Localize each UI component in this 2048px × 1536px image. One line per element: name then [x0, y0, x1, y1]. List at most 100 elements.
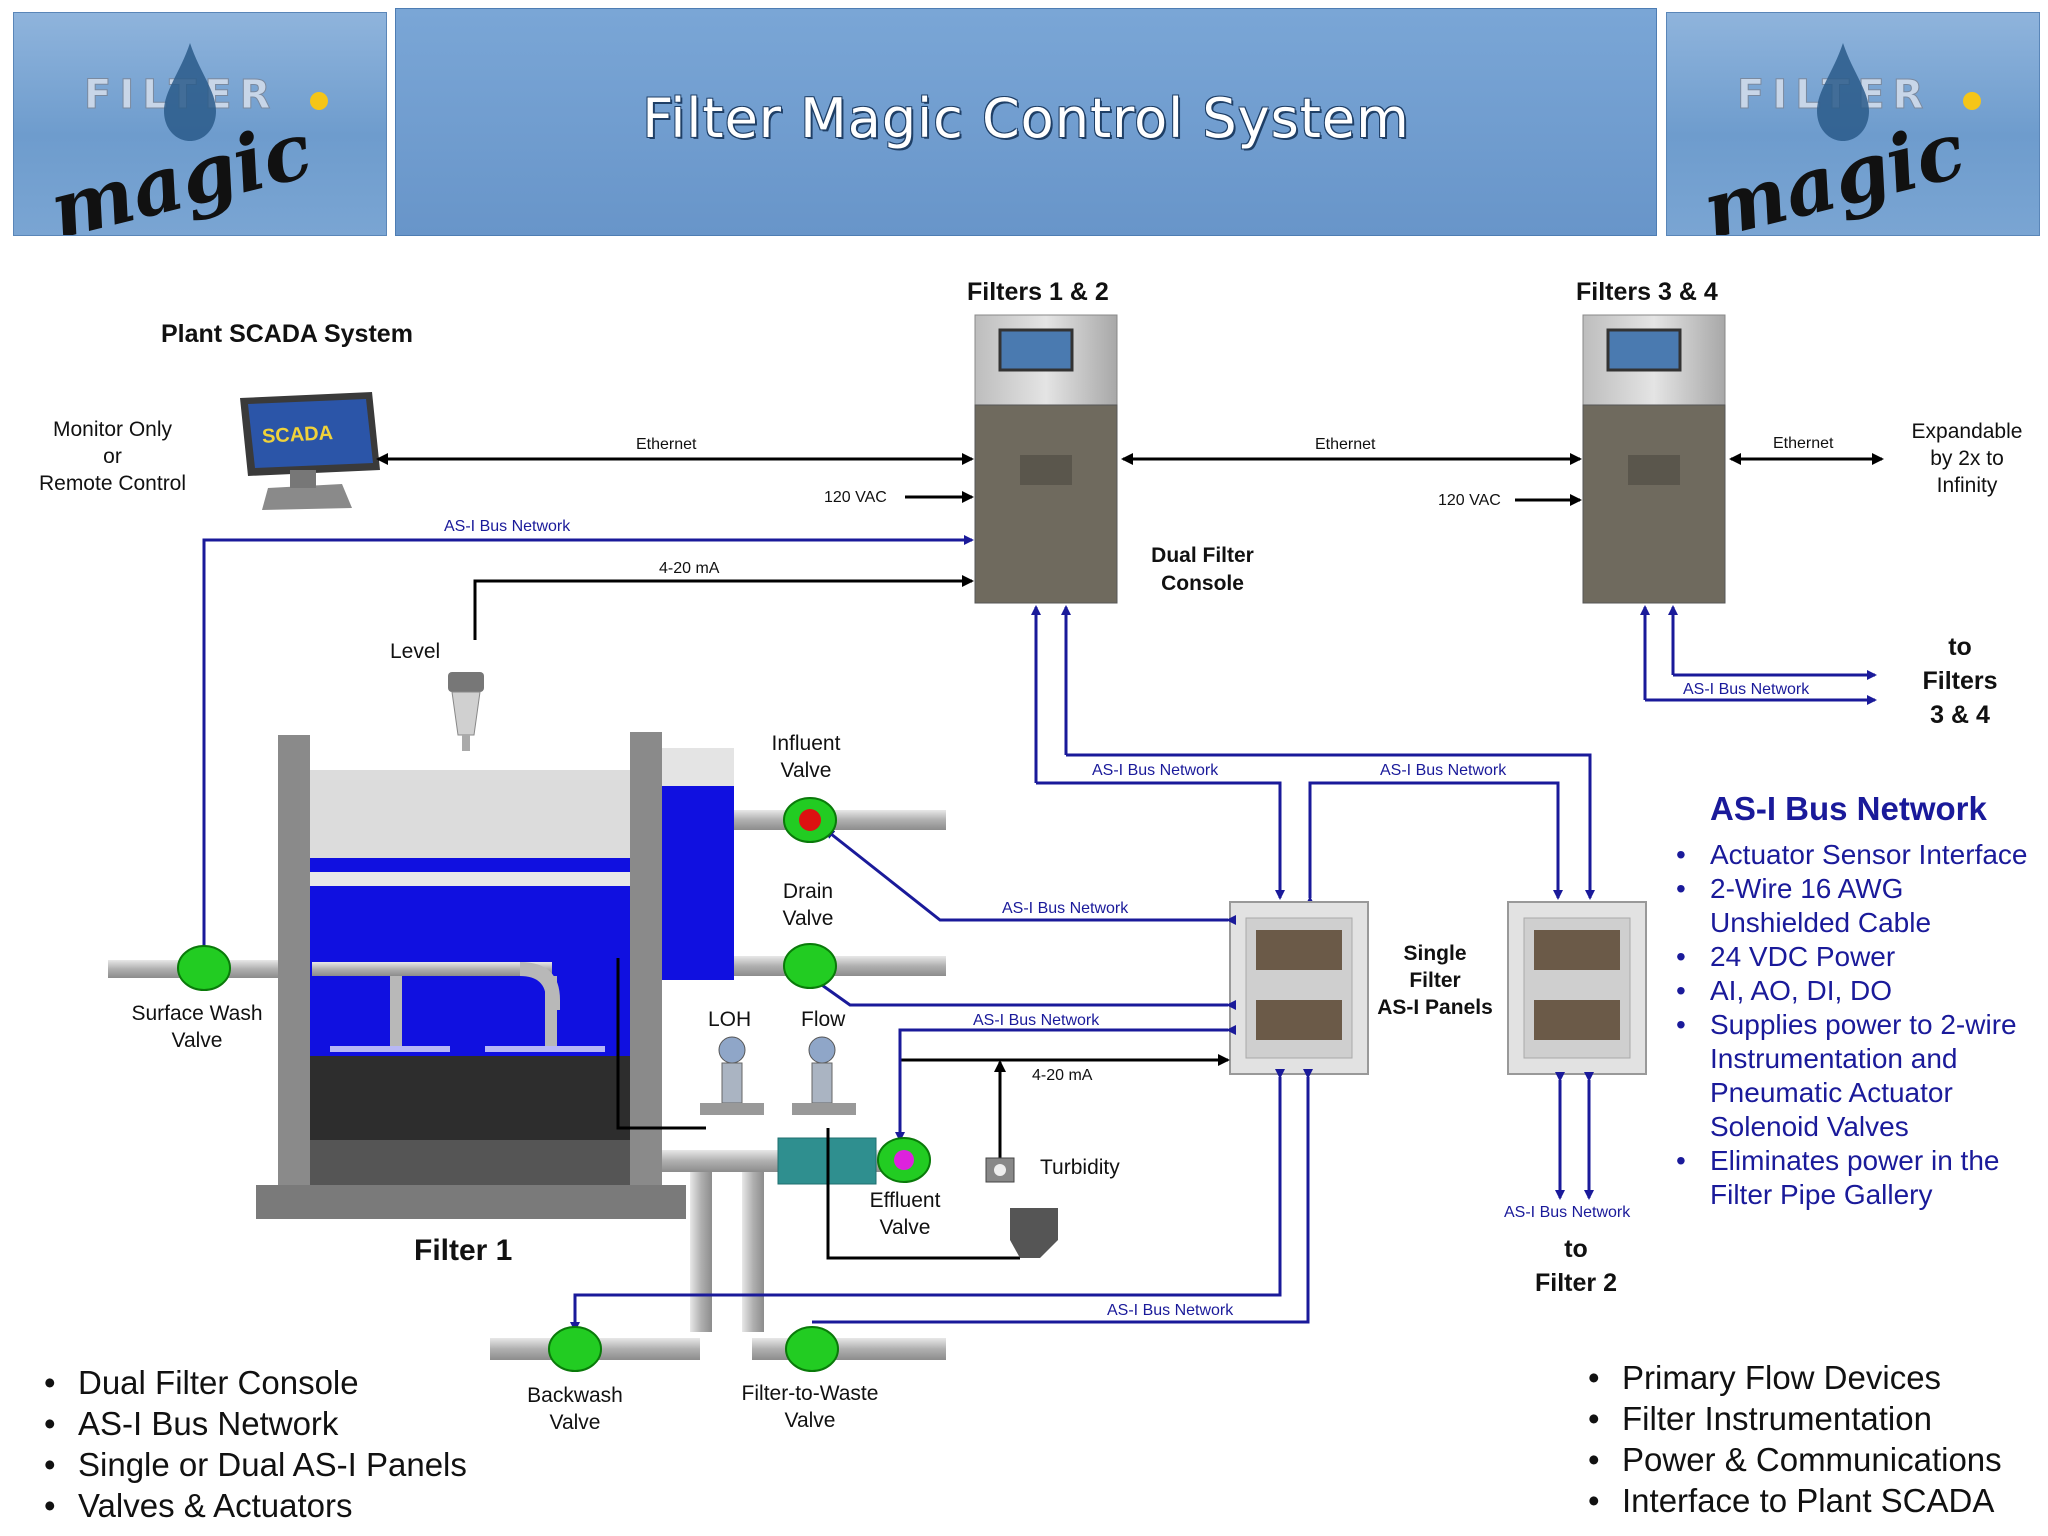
label-flow: Flow — [801, 1008, 846, 1031]
label-backwash-valve: Backwash Valve — [505, 1382, 645, 1436]
surface-wash-valve — [177, 945, 231, 991]
label-4-20ma-level: 4-20 mA — [659, 560, 720, 577]
expandable-line-3: Infinity — [1936, 474, 1998, 497]
asi-feature-item: Unshielded Cable — [1710, 907, 1932, 938]
label-effluent-valve: Effluent Valve — [850, 1187, 960, 1241]
surface-wash-line-2: Valve — [171, 1029, 223, 1052]
monitor-line-2: or — [103, 445, 122, 468]
influent-line-1: Influent — [771, 732, 841, 755]
filter-to-waste-valve — [785, 1326, 839, 1372]
bullet-item: Filter Instrumentation — [1582, 1398, 2002, 1439]
backwash-line-2: Valve — [549, 1411, 601, 1434]
single-line-3: AS-I Panels — [1377, 996, 1493, 1019]
label-asi-influent: AS-I Bus Network — [1002, 900, 1129, 917]
to-filters-line-2: Filters — [1922, 667, 1998, 695]
level-sensor — [448, 672, 484, 751]
asi-feature-list: AS-I Bus Network Actuator Sensor Interfa… — [1670, 790, 2040, 1212]
label-ethernet-3: Ethernet — [1773, 435, 1834, 452]
asi-feature-item: Pneumatic Actuator — [1710, 1077, 1953, 1108]
asi-feature-item: Eliminates power in the — [1670, 1144, 2040, 1178]
label-ethernet-2: Ethernet — [1315, 436, 1376, 453]
bullet-item: Valves & Actuators — [38, 1485, 467, 1526]
monitor-line-1: Monitor Only — [52, 418, 173, 441]
label-expandable: Expandable by 2x to Infinity — [1892, 418, 2042, 499]
to-filter2-line-2: Filter 2 — [1535, 1269, 1617, 1297]
label-filter-1: Filter 1 — [414, 1234, 513, 1267]
effluent-line-1: Effluent — [869, 1189, 941, 1212]
dual-filter-line-2: Console — [1161, 572, 1244, 595]
label-dual-filter-console: Dual Filter Console — [1130, 542, 1275, 598]
label-asi-console-b: AS-I Bus Network — [1380, 762, 1507, 779]
influent-valve — [783, 797, 837, 843]
label-single-filter-panels: Single Filter AS-I Panels — [1365, 940, 1505, 1021]
bullet-item: AS-I Bus Network — [38, 1403, 467, 1444]
drain-line-1: Drain — [782, 880, 834, 903]
ftw-line-1: Filter-to-Waste — [741, 1382, 879, 1405]
asi-feature-item: AI, AO, DI, DO — [1670, 974, 2040, 1008]
influent-line-2: Valve — [780, 759, 832, 782]
asi-feature-item: Actuator Sensor Interface — [1670, 838, 2040, 872]
bullet-item: Single or Dual AS-I Panels — [38, 1444, 467, 1485]
asi-feature-item: 2-Wire 16 AWG — [1670, 872, 2040, 906]
label-ethernet-1: Ethernet — [636, 436, 697, 453]
effluent-line-2: Valve — [879, 1216, 931, 1239]
label-4-20ma-turbidity: 4-20 mA — [1032, 1067, 1093, 1084]
label-asi-console-a: AS-I Bus Network — [1092, 762, 1219, 779]
label-surface-wash-valve: Surface Wash Valve — [112, 1000, 282, 1054]
scada-screen-text: SCADA — [261, 422, 334, 448]
label-asi-drain: AS-I Bus Network — [973, 1012, 1100, 1029]
label-plant-scada: Plant SCADA System — [161, 320, 413, 348]
asi-panel-1 — [1229, 901, 1369, 1075]
label-asi-filters34: AS-I Bus Network — [1683, 681, 1810, 698]
drain-line-2: Valve — [782, 907, 834, 930]
expandable-line-2: by 2x to — [1930, 447, 2004, 470]
title-banner: Filter Magic Control System — [395, 8, 1657, 236]
label-filters-3-4: Filters 3 & 4 — [1576, 278, 1718, 306]
single-line-1: Single — [1403, 942, 1467, 965]
label-level: Level — [390, 640, 441, 663]
loh-transmitter — [700, 1036, 764, 1115]
label-120vac-1: 120 VAC — [824, 489, 887, 506]
dual-filter-console-2 — [1582, 314, 1726, 604]
asi-feature-item: 24 VDC Power — [1670, 940, 2040, 974]
ftw-line-2: Valve — [784, 1409, 836, 1432]
logo-left: FILTER magic — [13, 12, 387, 236]
filter-basin — [256, 732, 734, 1219]
bullets-right: Primary Flow Devices Filter Instrumentat… — [1582, 1357, 2002, 1521]
flow-transmitter — [792, 1036, 856, 1115]
bullet-item: Interface to Plant SCADA — [1582, 1480, 2002, 1521]
to-filter2-line-1: to — [1564, 1235, 1588, 1263]
to-filters-line-1: to — [1948, 633, 1972, 661]
drain-valve — [783, 943, 837, 989]
label-monitor-mode: Monitor Only or Remote Control — [20, 416, 205, 497]
backwash-line-1: Backwash — [527, 1384, 623, 1407]
label-drain-valve: Drain Valve — [752, 878, 864, 932]
expandable-line-1: Expandable — [1911, 420, 2023, 443]
label-asi-filter2: AS-I Bus Network — [1504, 1204, 1631, 1221]
scada-monitor — [240, 392, 380, 510]
label-turbidity: Turbidity — [1040, 1156, 1120, 1179]
bullets-left: Dual Filter Console AS-I Bus Network Sin… — [38, 1362, 467, 1526]
backwash-valve — [548, 1326, 602, 1372]
label-loh: LOH — [708, 1008, 752, 1031]
surface-wash-line-1: Surface Wash — [131, 1002, 263, 1025]
bullet-item: Dual Filter Console — [38, 1362, 467, 1403]
effluent-valve — [877, 1137, 931, 1183]
asi-panel-2 — [1507, 901, 1647, 1075]
to-filters-line-3: 3 & 4 — [1930, 701, 1990, 729]
asi-feature-item: Supplies power to 2-wire — [1670, 1008, 2040, 1042]
logo-right: FILTER magic — [1666, 12, 2040, 236]
asi-feature-item: Filter Pipe Gallery — [1710, 1179, 1933, 1210]
label-120vac-2: 120 VAC — [1438, 492, 1501, 509]
monitor-line-3: Remote Control — [38, 472, 187, 495]
label-to-filters-3-4: to Filters 3 & 4 — [1890, 630, 2030, 732]
bullet-item: Power & Communications — [1582, 1439, 2002, 1480]
label-filters-1-2: Filters 1 & 2 — [967, 278, 1109, 306]
label-asi-backwash: AS-I Bus Network — [1107, 1302, 1234, 1319]
page-title: Filter Magic Control System — [642, 87, 1410, 150]
dual-filter-console-1 — [974, 314, 1118, 604]
turbidity-analyzer — [985, 1157, 1058, 1258]
label-to-filter-2: to Filter 2 — [1516, 1232, 1636, 1300]
asi-feature-item: Solenoid Valves — [1710, 1111, 1909, 1142]
